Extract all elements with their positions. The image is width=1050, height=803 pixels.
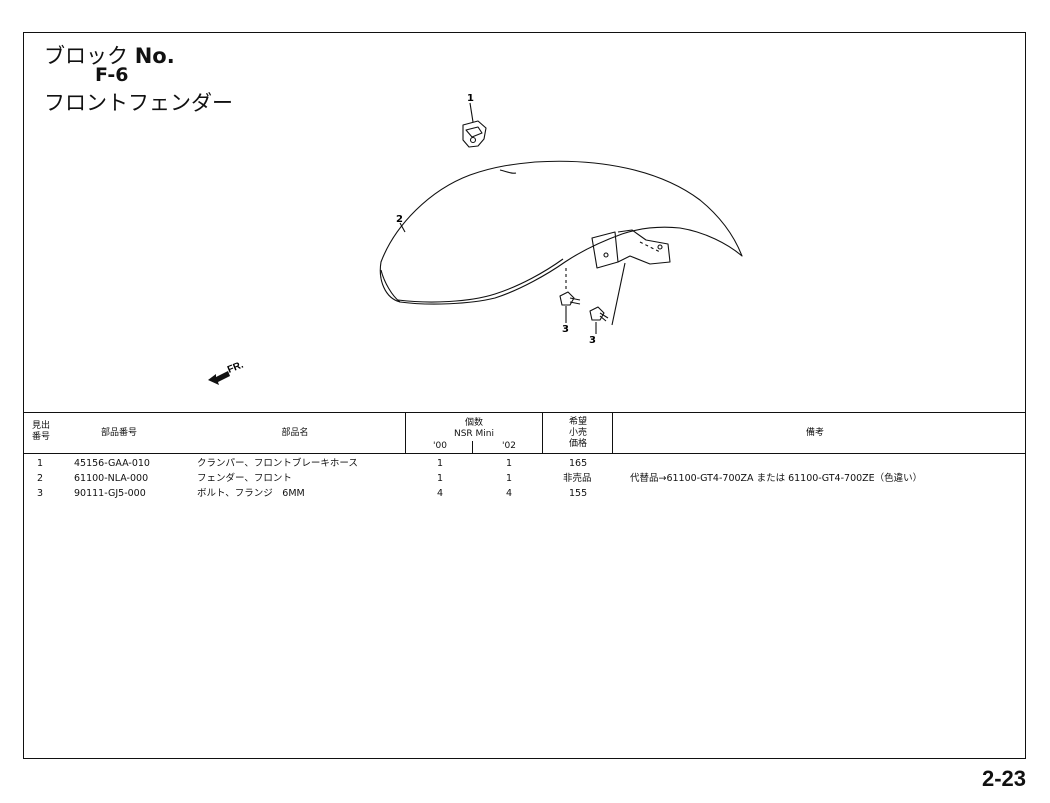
header-price: 希望 小売 価格 — [568, 417, 587, 449]
clamper-part — [462, 102, 487, 148]
row-remarks: 代替品→61100-GT4-700ZA または 61100-GT4-700ZE（… — [630, 473, 923, 484]
row-price: 165 — [569, 458, 588, 469]
row-part-name: ボルト、フランジ 6MM — [197, 488, 305, 499]
bolt-part-right — [589, 306, 609, 334]
header-year-02: '02 — [502, 441, 516, 451]
row-qty-02: 1 — [506, 458, 513, 469]
row-qty-00: 4 — [437, 488, 444, 499]
row-part-no: 45156-GAA-010 — [74, 458, 150, 469]
header-part-name: 部品名 — [281, 428, 309, 438]
row-part-no: 61100-NLA-000 — [74, 473, 149, 484]
row-part-name: クランパー、フロントブレーキホース — [197, 458, 358, 469]
row-ref: 3 — [37, 488, 44, 499]
row-part-name: フェンダー、フロント — [197, 473, 292, 484]
row-qty-00: 1 — [437, 458, 444, 469]
parts-diagram: 1 2 3 3 FR. — [208, 93, 743, 385]
row-price: 非売品 — [563, 473, 592, 484]
table-top-rule — [23, 412, 1026, 413]
header-year-00: '00 — [433, 441, 447, 451]
row-qty-00: 1 — [437, 473, 444, 484]
row-ref: 2 — [37, 473, 44, 484]
col-divider — [542, 413, 543, 453]
fender-part — [379, 160, 743, 305]
page-frame — [23, 32, 1026, 759]
bolt-part-left — [559, 291, 581, 323]
front-label: FR. — [226, 359, 245, 375]
front-arrow-icon: FR. — [208, 359, 245, 385]
col-divider — [405, 413, 406, 453]
callout-3b: 3 — [589, 335, 596, 346]
callout-3a: 3 — [562, 324, 569, 335]
row-qty-02: 1 — [506, 473, 513, 484]
block-name: フロントフェンダー — [44, 91, 233, 115]
year-divider — [472, 441, 473, 453]
row-qty-02: 4 — [506, 488, 513, 499]
header-part-no: 部品番号 — [100, 428, 137, 438]
row-ref: 1 — [37, 458, 44, 469]
block-heading: ブロック No. — [44, 44, 175, 68]
block-code: F-6 — [95, 64, 129, 86]
table-header-rule — [23, 453, 1026, 454]
header-remarks: 備考 — [805, 428, 824, 438]
callout-2: 2 — [396, 214, 403, 225]
col-divider — [612, 413, 613, 453]
page-number: 2-23 — [981, 766, 1026, 791]
callout-1: 1 — [467, 93, 474, 104]
header-ref: 見出番号 — [31, 421, 50, 442]
row-price: 155 — [569, 488, 588, 499]
row-part-no: 90111-GJ5-000 — [74, 488, 146, 499]
header-qty: 個数 NSR Mini — [453, 418, 495, 439]
